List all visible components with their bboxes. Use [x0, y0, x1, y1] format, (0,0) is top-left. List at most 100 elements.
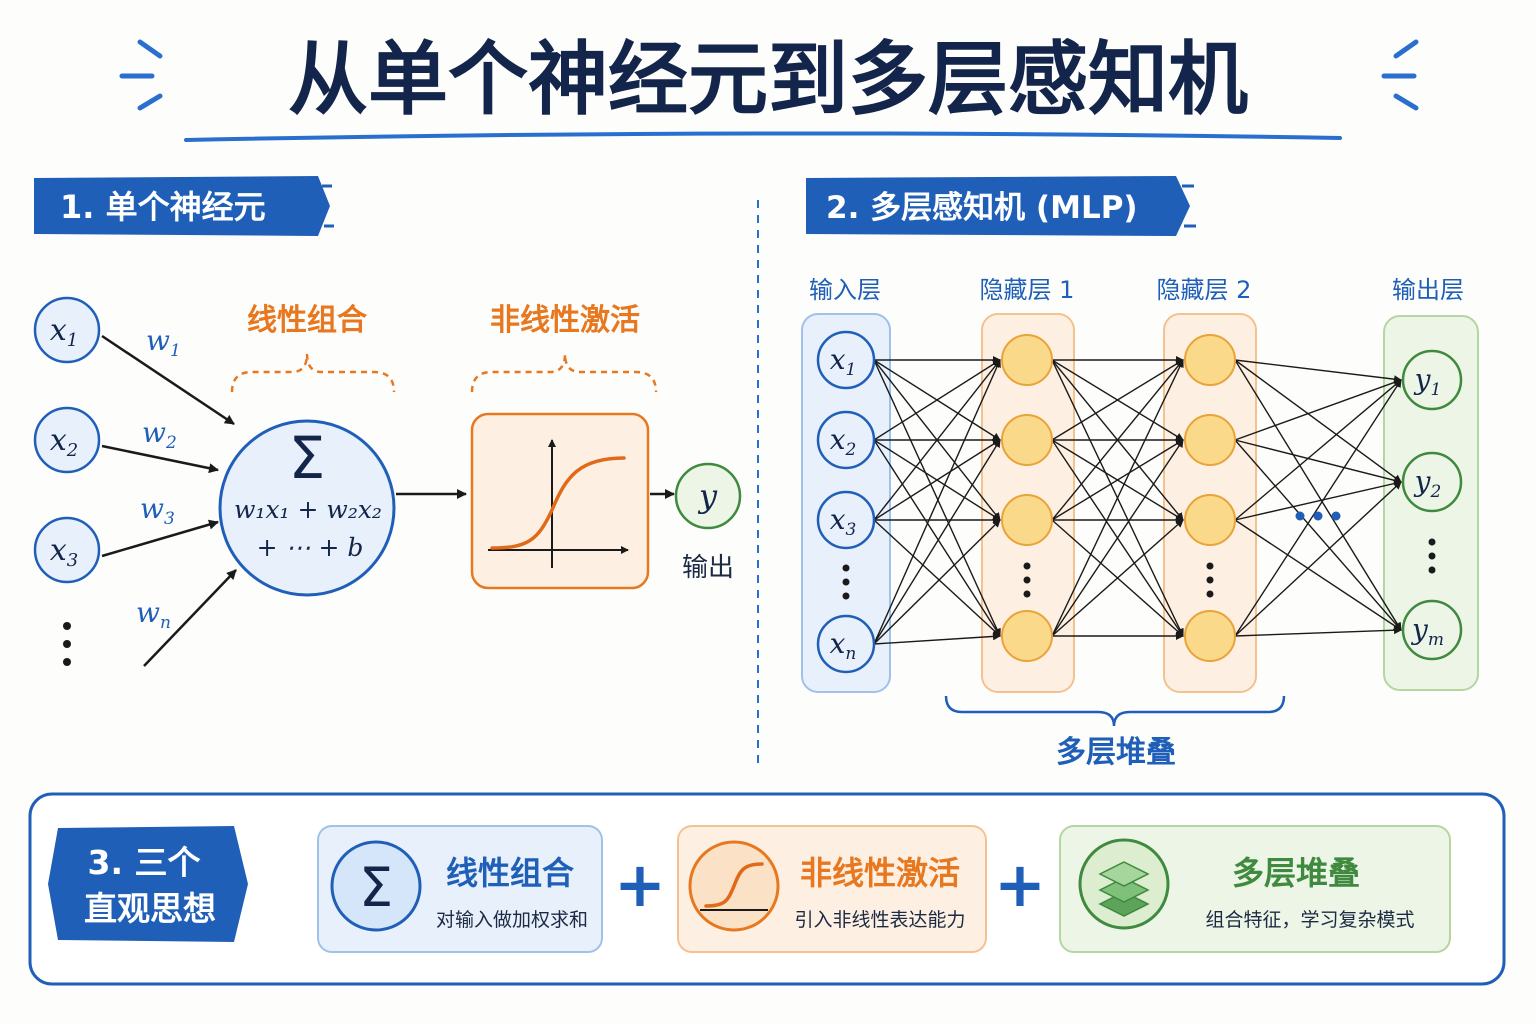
idea-card-nonlinear: 非线性激活 引入非线性表达能力	[677, 825, 987, 953]
hidden2-output-connection	[1234, 379, 1402, 637]
hidden2-output-connection	[1234, 359, 1402, 631]
input-ellipsis	[63, 622, 71, 666]
mlp-input-ellipsis	[842, 564, 850, 600]
section-3-label-line2: 直观思想	[84, 889, 216, 928]
svg-text:x3: x3	[830, 503, 857, 540]
input-hidden1-connection	[873, 439, 1001, 645]
hidden2-node	[1184, 414, 1236, 466]
activation-function-box	[470, 412, 650, 590]
section-3-banner: 3. 三个 直观思想	[48, 826, 248, 942]
hidden2-output-connection	[1234, 359, 1402, 384]
sum-symbol: Σ	[289, 424, 326, 492]
mlp-input-node-x2: x2	[816, 410, 876, 470]
layer-label-output: 输出层	[1392, 276, 1464, 304]
svg-text:xn: xn	[830, 627, 857, 664]
neuron-formula-line1: w₁x₁ + w₂x₂	[234, 495, 382, 524]
card-nonlinear-title: 非线性激活	[800, 854, 960, 892]
weight-label-w3: w3	[140, 492, 175, 529]
input-hidden1-connection	[873, 632, 1001, 645]
plus-sign-1: +	[614, 848, 666, 921]
more-layers-ellipsis	[1295, 511, 1341, 521]
hidden1-node	[1001, 414, 1053, 466]
section-3: 3. 三个 直观思想 Σ 线性组合 对输入做加权求和 + 非线性激活 引入非线性…	[28, 792, 1506, 986]
hidden-layer-2-nodes	[1184, 334, 1236, 662]
mlp-output-node-y2: y2	[1401, 451, 1463, 513]
card-linear-desc: 对输入做加权求和	[436, 909, 588, 931]
mlp-input-node-x1: x1	[816, 330, 876, 390]
input-hidden1-connection	[873, 359, 1001, 441]
card-nonlinear-desc: 引入非线性表达能力	[794, 909, 965, 931]
hidden2-output-connection	[1234, 359, 1402, 483]
hidden1-hidden2-connection	[1051, 359, 1184, 441]
svg-text:x2: x2	[830, 423, 857, 460]
title-group: 从单个神经元到多层感知机	[119, 33, 1419, 142]
sigmoid-plot-axes	[488, 439, 629, 568]
mlp-input-node-x3: x3	[816, 490, 876, 550]
section-3-label-line1: 3. 三个	[88, 843, 201, 882]
hidden1-hidden2-connection	[1051, 359, 1184, 637]
card-stacking-title: 多层堆叠	[1232, 854, 1360, 892]
idea-card-stacking: 多层堆叠 组合特征，学习复杂模式	[1059, 825, 1451, 953]
mlp-connections	[873, 356, 1402, 645]
layer-label-input: 输入层	[809, 276, 881, 304]
title-underline	[184, 131, 1342, 142]
hidden1-hidden2-connection	[1051, 359, 1184, 521]
page-title: 从单个神经元到多层感知机	[288, 33, 1248, 126]
input-hidden1-connection	[873, 359, 1001, 637]
svg-text:y1: y1	[1413, 363, 1442, 400]
input-node-x1: x1	[33, 296, 101, 364]
hidden2-output-connection	[1234, 519, 1402, 631]
hidden-layer-1-nodes	[1001, 334, 1053, 662]
hidden2-output-connection	[1234, 379, 1402, 521]
section-1-banner: 1. 单个神经元	[34, 176, 334, 236]
output-node-y: y	[674, 462, 742, 530]
svg-text:x2: x2	[50, 423, 78, 461]
hidden2-node	[1184, 334, 1236, 386]
right-sparkle-icon	[1381, 39, 1419, 111]
layers-icon	[1078, 838, 1170, 930]
stack-brace	[944, 695, 1286, 727]
weight-label-w2: w2	[142, 416, 177, 453]
section-2: 2. 多层感知机 (MLP) 输入层 隐藏层 1 隐藏层 2 输出层 x1 x2…	[801, 176, 1479, 770]
hidden1-hidden2-connection	[1051, 519, 1184, 637]
summation-neuron: Σ w₁x₁ + w₂x₂ + ⋯ + b	[218, 419, 396, 597]
output-label: 输出	[682, 553, 734, 583]
input-hidden1-connection	[873, 439, 1001, 521]
layer-label-hidden1: 隐藏层 1	[980, 276, 1075, 304]
section-1: 1. 单个神经元 x1 x2 x3 w1 w2 w3 wn 线性组	[33, 176, 742, 667]
hidden1-node	[1001, 334, 1053, 386]
section-1-label: 1. 单个神经元	[60, 188, 266, 226]
mlp-output-node-y1: y1	[1401, 349, 1463, 411]
hidden2-output-connection	[1234, 481, 1402, 637]
linear-brace	[230, 353, 396, 393]
hidden1-hidden2-connection	[1051, 439, 1184, 637]
card-linear-title: 线性组合	[446, 854, 574, 892]
mlp-input-node-xn: xn	[816, 614, 876, 674]
hidden1-node	[1001, 494, 1053, 546]
linear-combination-label: 线性组合	[247, 303, 367, 338]
section-2-label: 2. 多层感知机 (MLP)	[826, 190, 1138, 226]
weight-label-wn: wn	[136, 596, 171, 633]
layer-label-hidden2: 隐藏层 2	[1157, 276, 1252, 304]
mlp-output-ellipsis	[1428, 538, 1436, 574]
sum-icon: Σ	[330, 840, 422, 932]
svg-text:x1: x1	[830, 343, 857, 380]
svg-text:x1: x1	[50, 313, 78, 351]
mlp-output-node-ym: ym	[1401, 599, 1463, 661]
sigmoid-curve	[490, 456, 626, 550]
hidden1-ellipsis	[1023, 562, 1031, 598]
idea-card-linear: Σ 线性组合 对输入做加权求和	[317, 825, 603, 953]
hidden2-output-connection	[1234, 378, 1402, 441]
input-hidden1-connection	[873, 359, 1001, 645]
svg-text:y: y	[697, 477, 718, 515]
input-hidden1-connection	[873, 359, 1001, 521]
hidden2-output-connection	[1234, 479, 1402, 521]
weight-arrows	[101, 334, 237, 667]
hidden2-output-connection	[1234, 626, 1402, 637]
svg-text:y2: y2	[1413, 465, 1442, 502]
svg-text:ym: ym	[1410, 613, 1444, 650]
input-hidden1-connection	[873, 519, 1001, 637]
plus-sign-2: +	[994, 848, 1046, 921]
hidden2-node	[1184, 494, 1236, 546]
input-hidden1-connection	[873, 439, 1001, 637]
